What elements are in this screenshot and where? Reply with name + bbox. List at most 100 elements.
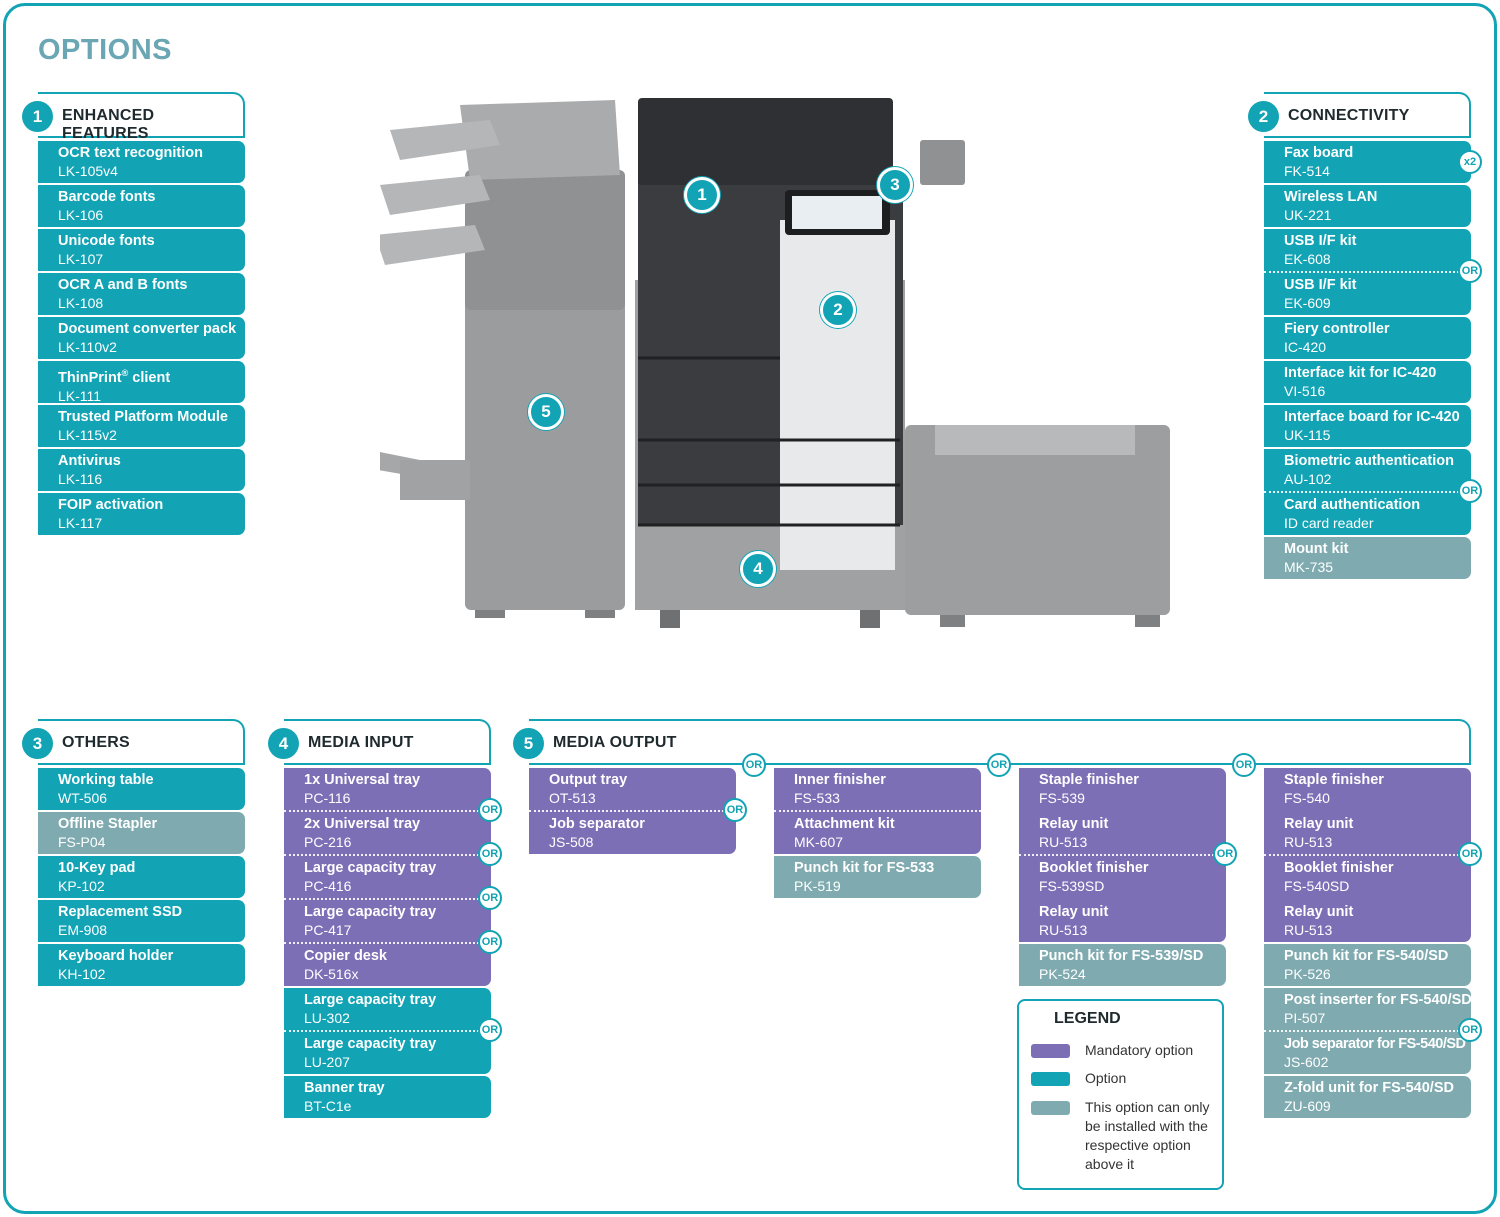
option-name: Unicode fonts: [58, 233, 155, 249]
section-number: 5: [513, 728, 544, 759]
option-name: Attachment kit: [794, 816, 895, 832]
legend-label: Option: [1085, 1070, 1127, 1086]
option-code: MK-607: [794, 834, 844, 850]
option-code: WT-506: [58, 790, 108, 806]
section-title: ENHANCED FEATURES: [62, 107, 155, 142]
option-name: Copier desk: [304, 948, 387, 964]
option-name: USB I/F kit: [1284, 277, 1357, 293]
section-title: MEDIA INPUT: [308, 734, 414, 751]
section-header-media-input: 4 MEDIA INPUT: [268, 719, 491, 765]
option-code: PK-524: [1039, 966, 1086, 982]
legend-swatch-purple: [1031, 1044, 1070, 1058]
or-badge: OR: [478, 886, 502, 910]
legend-row-mandatory: Mandatory option: [1031, 1041, 1220, 1060]
option-name: Staple finisher: [1284, 772, 1384, 788]
option-name: Punch kit for FS-540/SD: [1284, 948, 1449, 964]
dotted-separator: [1264, 1030, 1471, 1032]
section-title: MEDIA OUTPUT: [553, 734, 677, 751]
option-code: LK-106: [58, 207, 104, 223]
option-name: Job separator: [549, 816, 645, 832]
dotted-separator: [1264, 854, 1471, 856]
section-number: 4: [268, 728, 299, 759]
option-name: Banner tray: [304, 1080, 385, 1096]
section-header-connectivity: 2 CONNECTIVITY: [1248, 92, 1471, 138]
option-name: Punch kit for FS-533: [794, 860, 935, 876]
option-name: Antivirus: [58, 453, 121, 469]
dotted-separator: [529, 810, 736, 812]
option-code: LK-111: [58, 387, 102, 404]
option-code: UK-221: [1284, 207, 1332, 223]
or-badge: OR: [478, 1018, 502, 1042]
option-code: ZU-609: [1284, 1098, 1331, 1114]
dotted-separator: [284, 810, 491, 812]
option-code: LK-105v4: [58, 163, 118, 179]
card-reader: [920, 140, 965, 185]
option-code: RU-513: [1284, 922, 1333, 938]
option-name: Booklet finisher: [1284, 860, 1394, 876]
dotted-separator: [774, 810, 981, 812]
or-badge: OR: [1213, 842, 1237, 866]
legend-swatch-teal: [1031, 1072, 1070, 1086]
section-header-others: 3 OTHERS: [22, 719, 245, 765]
dotted-separator: [284, 898, 491, 900]
dotted-separator: [284, 1030, 491, 1032]
or-badge: OR: [1458, 479, 1482, 503]
option-code: FS-P04: [58, 834, 106, 850]
booklet-output: [400, 460, 470, 500]
finisher-top: [465, 170, 625, 310]
option-code: LU-302: [304, 1010, 350, 1026]
dotted-separator: [1264, 271, 1471, 273]
legend-row-option: Option: [1031, 1069, 1220, 1088]
option-code: EM-908: [58, 922, 108, 938]
option-code: RU-513: [1039, 834, 1088, 850]
or-badge: OR: [1458, 1018, 1482, 1042]
option-code: PK-519: [794, 878, 841, 894]
machine-marker-2: 2: [820, 292, 856, 328]
option-code: LK-110v2: [58, 339, 117, 355]
registered-mark: ®: [121, 368, 129, 378]
machine-marker-4: 4: [740, 551, 776, 587]
option-code: RU-513: [1039, 922, 1088, 938]
option-name: USB I/F kit: [1284, 233, 1357, 249]
option-name: Wireless LAN: [1284, 189, 1378, 205]
option-code: PC-417: [304, 922, 352, 938]
option-name: Z-fold unit for FS-540/SD: [1284, 1080, 1454, 1096]
page-title: OPTIONS: [38, 34, 173, 66]
option-z-fold-unit: Z-fold unit for FS-540/SD ZU-609: [1264, 1076, 1471, 1118]
option-name: Fax board: [1284, 145, 1354, 161]
option-name: Biometric authentication: [1284, 453, 1454, 469]
option-code: VI-516: [1284, 383, 1326, 399]
option-code: IC-420: [1284, 339, 1327, 355]
option-name: 2x Universal tray: [304, 816, 421, 832]
option-name: Large capacity tray: [304, 904, 437, 920]
legend-row-dependent: This option can only be installed with t…: [1031, 1098, 1220, 1174]
or-badge: OR: [1232, 753, 1256, 777]
option-name: Relay unit: [1039, 816, 1109, 832]
option-code: LK-117: [58, 515, 103, 531]
foot: [940, 615, 965, 627]
option-code: FK-514: [1284, 163, 1330, 179]
legend-title: LEGEND: [1054, 1010, 1121, 1027]
option-name: ThinPrint® client: [58, 364, 245, 387]
